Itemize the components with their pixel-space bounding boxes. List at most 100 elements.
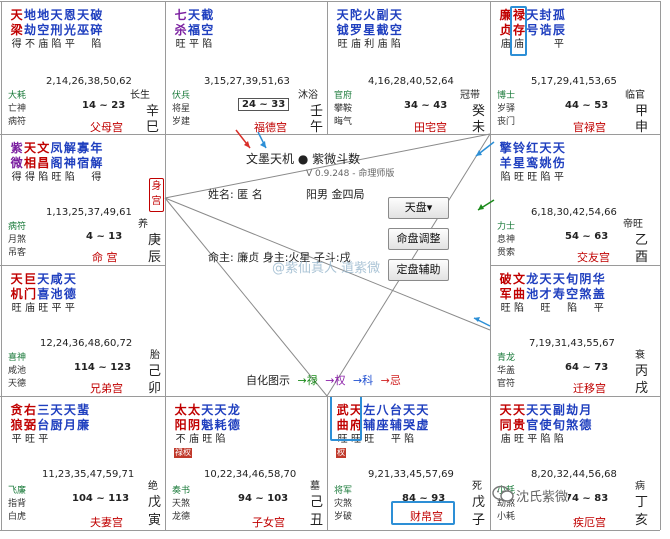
palace-si[interactable]: 天 地 地 天 恩 天 破 梁 劫 空 刑 光 巫 碎 得 不 庙 陷 [2,2,165,134]
highlight-box [391,501,455,525]
star: 天 [416,403,429,417]
tianpan-button[interactable]: 天盘▾ [388,197,449,219]
star: 八 [376,403,389,417]
palace-name: 福德宫 [254,121,287,134]
brightness: 得 [11,39,22,50]
highlight-box [510,6,527,56]
star: 天 [10,272,23,286]
self-hua-lu-arrow: → [297,374,307,387]
star: 凤 [50,141,63,155]
palace-shen[interactable]: 廉 禄 天 封 孤 贞 存 号 诰 辰 庙 庙 平 5,17,29,41, [491,2,660,134]
life-stage: 衰 [635,350,645,361]
major-limit-age: 24 ~ 33 [238,98,290,111]
god: 息神 [497,235,516,245]
brightness: 旺 [51,172,62,183]
star: 罗 [349,23,362,37]
star: 喜 [37,287,50,301]
brightness: 平 [38,434,49,445]
brightness: 旺 [11,303,22,314]
star: 微 [10,156,23,170]
star: 德 [579,418,592,432]
star: 陀 [349,8,362,22]
star: 池 [50,287,63,301]
brightness: 平 [64,39,75,50]
heavenly-stem: 癸 [472,104,486,119]
god-list: 喜神 咸池 天德 [8,352,26,391]
star: 天 [552,272,565,286]
brightness [579,433,592,447]
star: 天 [403,403,416,417]
life-stage: 长生 [130,90,150,101]
star: 官 [526,418,539,432]
star: 使 [539,418,552,432]
palace-chen[interactable]: 紫 天 文 凤 解 寡 年 微 相 昌 阁 神 宿 解 得 得 陷 旺 [2,135,165,265]
star: 廉 [77,418,90,432]
palace-hai[interactable]: 天 天 天 天 副 劫 月 同 贵 官 使 旬 煞 德 庙 旺 平 陷 [491,397,660,530]
brightness: 平 [553,172,564,183]
star: 阳 [174,418,187,432]
star: 天 [10,8,23,22]
brightness [579,302,592,316]
god-list: 伏兵 将星 岁建 [172,90,190,129]
palace-zi[interactable]: 武 天 左 八 台 天 天 曲 府 辅 座 辅 哭 虚 旺 旺 旺 [328,397,490,530]
palace-name: 交友宫 [577,251,610,264]
palace-mao[interactable]: 天 巨 天 咸 天 机 门 喜 池 德 旺 庙 旺 平 平 12,24,36,4… [2,266,165,396]
star: 擎 [499,141,512,155]
star: 天 [37,272,50,286]
palace-xu[interactable]: 破 文 龙 天 天 旬 阴 华 军 曲 池 才 寿 空 煞 盖 旺 陷 [491,266,660,396]
god: 天德 [8,379,27,389]
star: 曲 [512,287,525,301]
self-hua-legend: 自化图示 →禄 →权 →科 →忌 [246,372,401,388]
star: 辅 [389,418,402,432]
brightness: 平 [527,434,538,445]
brightness [565,433,578,447]
star: 空 [201,23,214,37]
star: 台 [37,418,50,432]
minor-limit-ages: 10,22,34,46,58,70 [204,469,297,480]
god: 青龙 [497,353,516,363]
star: 天 [63,272,76,286]
earthly-branch: 子 [472,513,486,528]
brightness: 陷 [91,39,102,50]
star: 截 [376,23,389,37]
dingpan-assist-button[interactable]: 定盘辅助 [388,259,449,281]
star: 天 [50,8,63,22]
name-line: 姓名: 匿 名 [208,188,263,201]
god: 劫煞 [497,499,516,509]
star-list: 武 天 左 八 台 天 天 曲 府 辅 座 辅 哭 虚 旺 旺 旺 [336,403,429,447]
god: 晦气 [334,117,353,127]
brightness: 庙 [38,39,49,50]
star-list: 贪 右 三 天 天 蜚 狼 弼 台 厨 月 廉 平 旺 平 [10,403,90,447]
brightness: 平 [64,303,75,314]
heavenly-stem: 壬 [310,104,324,119]
major-limit-age: 74 ~ 83 [565,493,609,504]
brightness: 不 [24,39,35,50]
brightness: 平 [553,39,564,50]
palace-wu[interactable]: 七 天 截 杀 福 空 旺 平 陷 3,15,27,39,51,63 24 ~ … [166,2,327,134]
star: 天 [63,403,76,417]
brightness: 得 [91,172,102,183]
star: 辅 [363,418,376,432]
star: 贪 [10,403,23,417]
brightness: 旺 [500,303,511,314]
star: 光 [63,23,76,37]
star: 咸 [50,272,63,286]
palace-wei[interactable]: 天 陀 火 副 天 钺 罗 星 截 空 旺 庙 利 庙 陷 4,16,28,40… [328,2,490,134]
app-version: V 0.9.248 - 命理师版 [306,169,395,179]
brightness: 陷 [540,172,551,183]
star: 军 [499,287,512,301]
mingpan-adjust-button[interactable]: 命盘调整 [388,228,449,250]
star: 文 [512,272,525,286]
star: 昌 [37,156,50,170]
grid-line [0,265,165,266]
god: 岁建 [172,117,191,127]
earthly-branch: 寅 [148,513,162,528]
star-list: 破 文 龙 天 天 旬 阴 华 军 曲 池 才 寿 空 煞 盖 旺 陷 [499,272,605,316]
palace-chou[interactable]: 太 太 天 天 龙 阳 阴 魁 耗 德 不 庙 旺 陷 禄权 10,22,34 [166,397,327,530]
palace-yin[interactable]: 贪 右 三 天 天 蜚 狼 弼 台 厨 月 廉 平 旺 平 [2,397,165,530]
star: 诰 [539,23,552,37]
major-limit-age: 84 ~ 93 [402,493,446,504]
brightness: 旺 [337,39,348,50]
palace-you[interactable]: 擎 铃 红 天 天 羊 星 鸾 姚 伤 陷 旺 旺 陷 平 6,18,30,42… [491,135,660,265]
watermark-text: @紫仙真人 道紫微 [272,261,381,276]
